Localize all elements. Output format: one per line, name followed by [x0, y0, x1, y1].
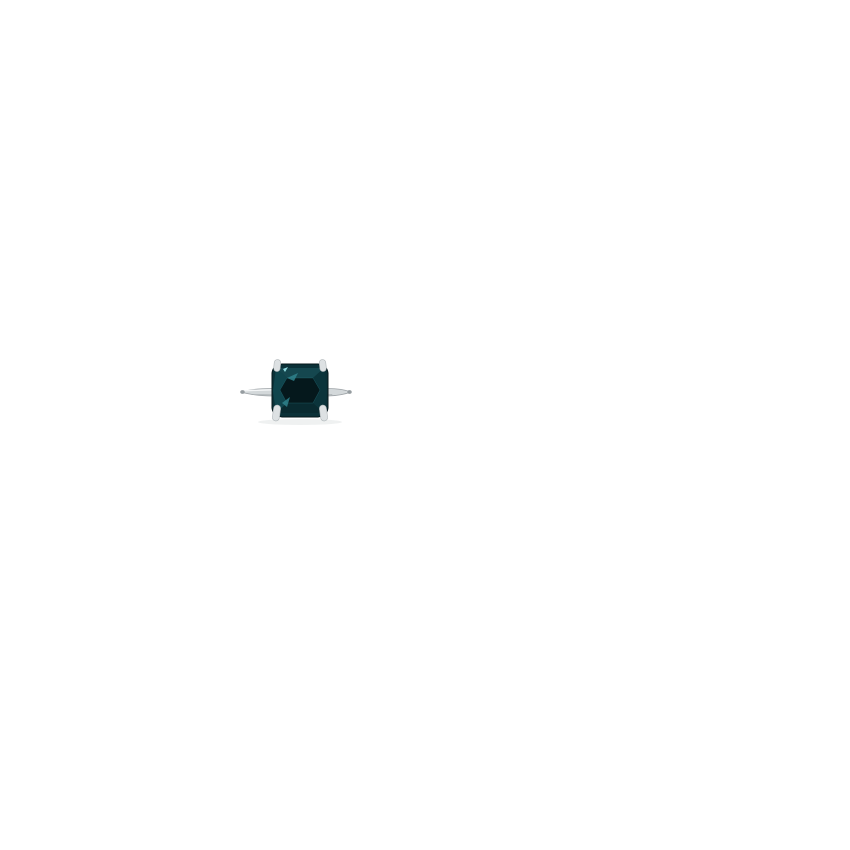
ground-shadow — [258, 419, 342, 425]
band-tip-left — [240, 390, 245, 394]
prong-bottom-right — [319, 404, 328, 422]
prong-setting — [272, 359, 328, 422]
gem-glint-lower — [282, 397, 290, 407]
prong-bottom-left — [272, 404, 281, 422]
band-tip-right — [347, 390, 352, 394]
prong-top-right — [318, 359, 327, 372]
ring-illustration — [239, 359, 352, 425]
gem-sparkle — [283, 367, 288, 372]
gem-table-facet — [279, 377, 321, 404]
gem-facet-top — [276, 368, 324, 378]
gem-facet-bottom — [276, 403, 324, 413]
gem-glint-upper — [287, 373, 298, 381]
prong-top-left — [273, 359, 282, 372]
gemstone — [271, 363, 329, 418]
product-photo — [232, 345, 372, 435]
